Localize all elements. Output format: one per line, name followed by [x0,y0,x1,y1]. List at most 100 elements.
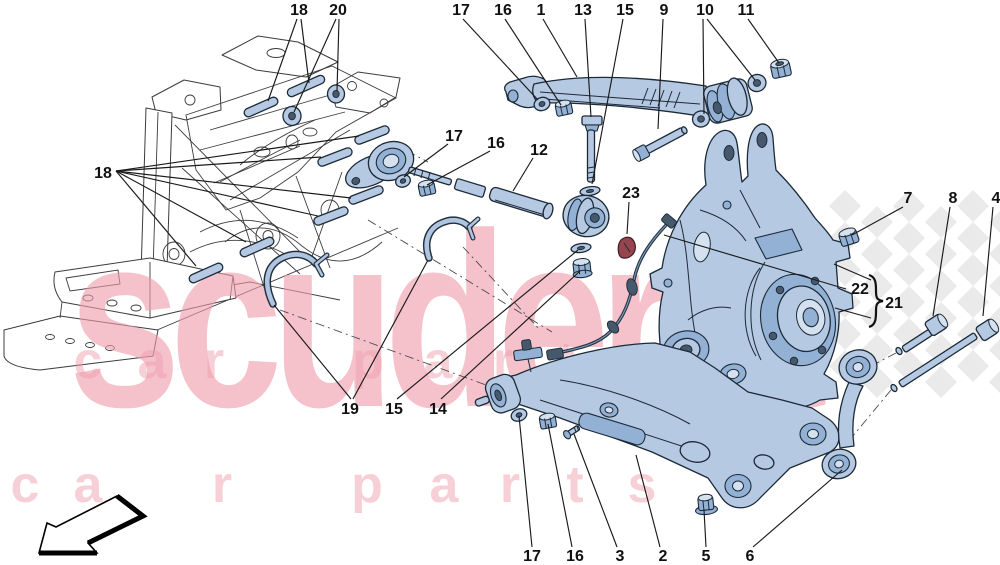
checker-diamond [989,275,1000,297]
arm-front-barrel [474,373,522,414]
callout-label-20-1[interactable]: 20 [329,2,347,19]
callout-label-17-2[interactable]: 17 [452,2,470,19]
callout-label-17-23[interactable]: 17 [523,548,541,565]
callout-20-leader [293,18,337,113]
callout-18-leader [115,170,197,267]
checker-diamond [829,190,861,222]
checker-diamond [925,206,957,238]
checker-diamond [925,334,957,366]
callout-label-15-6[interactable]: 15 [616,2,634,19]
checker-diamond [957,222,989,254]
callout-label-18-10[interactable]: 18 [94,165,112,182]
watermark-letter: a [430,456,460,514]
abs-sensor-cable-22 [546,213,677,361]
callout-label-21-19[interactable]: 21 [885,295,903,312]
checker-diamond [893,254,925,286]
nut-7 [838,227,860,247]
callout-label-15-21[interactable]: 15 [385,401,403,418]
direction-arrow-icon [37,494,148,556]
callout-20-leader [336,18,340,92]
callout-8-leader [932,206,951,317]
clip-19-b [422,216,481,262]
checker-diamond [893,190,925,222]
callout-label-16-3[interactable]: 16 [494,2,512,19]
callout-label-6-28[interactable]: 6 [746,548,755,565]
hub-bearing-21 [760,273,836,367]
callout-label-3-25[interactable]: 3 [616,548,625,565]
callout-label-7-15[interactable]: 7 [904,190,913,207]
callout-label-16-12[interactable]: 16 [487,135,505,152]
checker-diamond [957,190,989,222]
callout-1-leader [542,18,578,78]
checker-diamond [925,270,957,302]
nut-16-lower [538,412,558,430]
callout-18-leader [115,135,360,172]
callout-label-8-16[interactable]: 8 [949,190,958,207]
nut-16-mid [417,179,437,197]
bolt-4 [890,318,1000,393]
callout-18-leader [115,170,247,243]
watermark-letter: r [500,456,520,514]
callout-label-19-20[interactable]: 19 [341,401,359,418]
callout-10-leader [702,18,705,115]
washers-20 [282,84,346,127]
callout-18-leader [115,170,352,199]
watermark-letter: c [11,456,40,514]
callout-16-leader [504,18,562,106]
bolt-13 [581,115,603,183]
callout-16-leader [426,150,491,186]
callout-16-leader [547,423,573,548]
callout-label-22-18[interactable]: 22 [851,281,869,298]
callout-15-leader [591,18,624,185]
checker-diamond [989,307,1000,329]
checker-diamond [925,238,957,270]
callout-22-leader [663,234,847,290]
checker-diamond [957,350,989,382]
callout-5-leader [703,509,707,548]
callout-label-2-26[interactable]: 2 [659,548,668,565]
suspension-parts [188,58,1000,516]
watermark-letter: a [424,332,454,390]
checker-diamond [893,222,925,254]
callout-17-leader [403,143,449,178]
washer-17-upper [533,96,551,112]
washer-10-left [691,110,711,128]
checker-diamond [957,254,989,286]
callout-label-12-13[interactable]: 12 [530,142,548,159]
callout-label-1-4[interactable]: 1 [537,2,546,19]
clip-19-a [263,250,330,308]
nut-14 [572,258,593,279]
callout-2-leader [635,454,661,548]
washer-15-upper [579,185,601,197]
washer-10-right [747,73,767,93]
checker-diamond [861,270,893,302]
spring-clips-19 [263,216,481,308]
wheel-knuckle [649,123,854,410]
callout-label-14-22[interactable]: 14 [429,401,447,418]
callout-label-10-8[interactable]: 10 [696,2,714,19]
watermark-letter: p [351,456,383,514]
callout-label-18-0[interactable]: 18 [290,2,308,19]
callout-6-leader [752,469,843,548]
callout-19-leader [273,304,352,400]
callout-label-23-14[interactable]: 23 [622,185,640,202]
callout-label-17-11[interactable]: 17 [445,128,463,145]
checker-diamond [989,211,1000,233]
callout-21-brace [868,273,884,329]
callout-label-16-24[interactable]: 16 [566,548,584,565]
callout-23-leader [626,201,630,235]
callout-label-9-7[interactable]: 9 [660,2,669,19]
watermark-letter: c [74,332,103,390]
checker-diamond [989,243,1000,265]
callout-21-leader [833,263,872,281]
watermark-letter: t [566,456,583,514]
watermark-letter-rows: carpartscarparts [11,332,660,514]
callout-label-13-5[interactable]: 13 [574,2,592,19]
callout-label-5-27[interactable]: 5 [702,548,711,565]
callout-label-4-17[interactable]: 4 [992,190,1000,207]
callout-label-11-9[interactable]: 11 [738,2,755,19]
callout-18-leader [115,156,322,172]
callout-11-leader [747,18,780,64]
